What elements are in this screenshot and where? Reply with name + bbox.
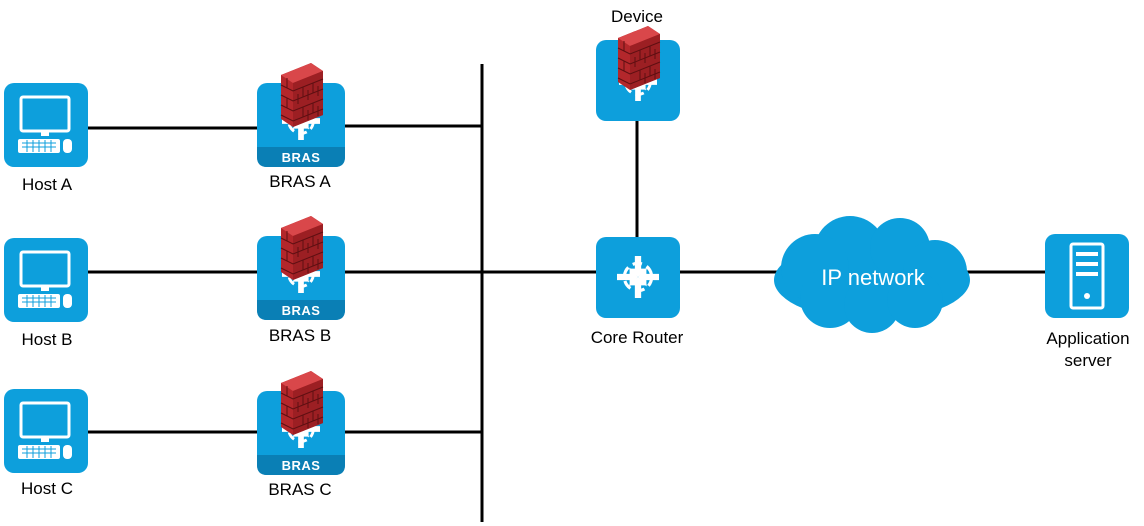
core-router-label: Core Router	[591, 328, 684, 347]
host-a[interactable]	[4, 83, 88, 167]
host-a-label: Host A	[22, 175, 73, 194]
core-router[interactable]	[596, 237, 680, 318]
host-c-label: Host C	[21, 479, 73, 498]
host-c[interactable]	[4, 389, 88, 473]
bras-c[interactable]: BRAS	[257, 370, 345, 475]
bras-b-badge: BRAS	[282, 303, 321, 318]
host-b-label: Host B	[21, 330, 72, 349]
ip-network[interactable]: IP network	[774, 216, 970, 333]
bras-b[interactable]: BRAS	[257, 215, 345, 320]
server-label-line2: server	[1064, 351, 1112, 370]
server-label-line1: Application	[1046, 329, 1129, 348]
bras-c-label: BRAS C	[268, 480, 331, 499]
application-server[interactable]	[1045, 234, 1129, 318]
firewall-icon	[617, 25, 661, 91]
bras-c-badge: BRAS	[282, 458, 321, 473]
computer-icon	[18, 250, 72, 308]
bras-a-label: BRAS A	[269, 172, 331, 191]
device[interactable]	[596, 25, 680, 121]
cloud-icon	[774, 216, 970, 333]
server-icon	[1069, 242, 1105, 310]
bras-a-badge: BRAS	[282, 150, 321, 165]
computer-icon	[18, 95, 72, 153]
bras-a[interactable]: BRAS	[257, 62, 345, 167]
ip-network-label: IP network	[821, 265, 926, 290]
firewall-icon	[280, 370, 324, 436]
firewall-icon	[280, 215, 324, 281]
bras-b-label: BRAS B	[269, 326, 331, 345]
computer-icon	[18, 401, 72, 459]
firewall-icon	[280, 62, 324, 128]
connection-lines	[88, 64, 1048, 522]
host-b[interactable]	[4, 238, 88, 322]
device-label: Device	[611, 7, 663, 26]
